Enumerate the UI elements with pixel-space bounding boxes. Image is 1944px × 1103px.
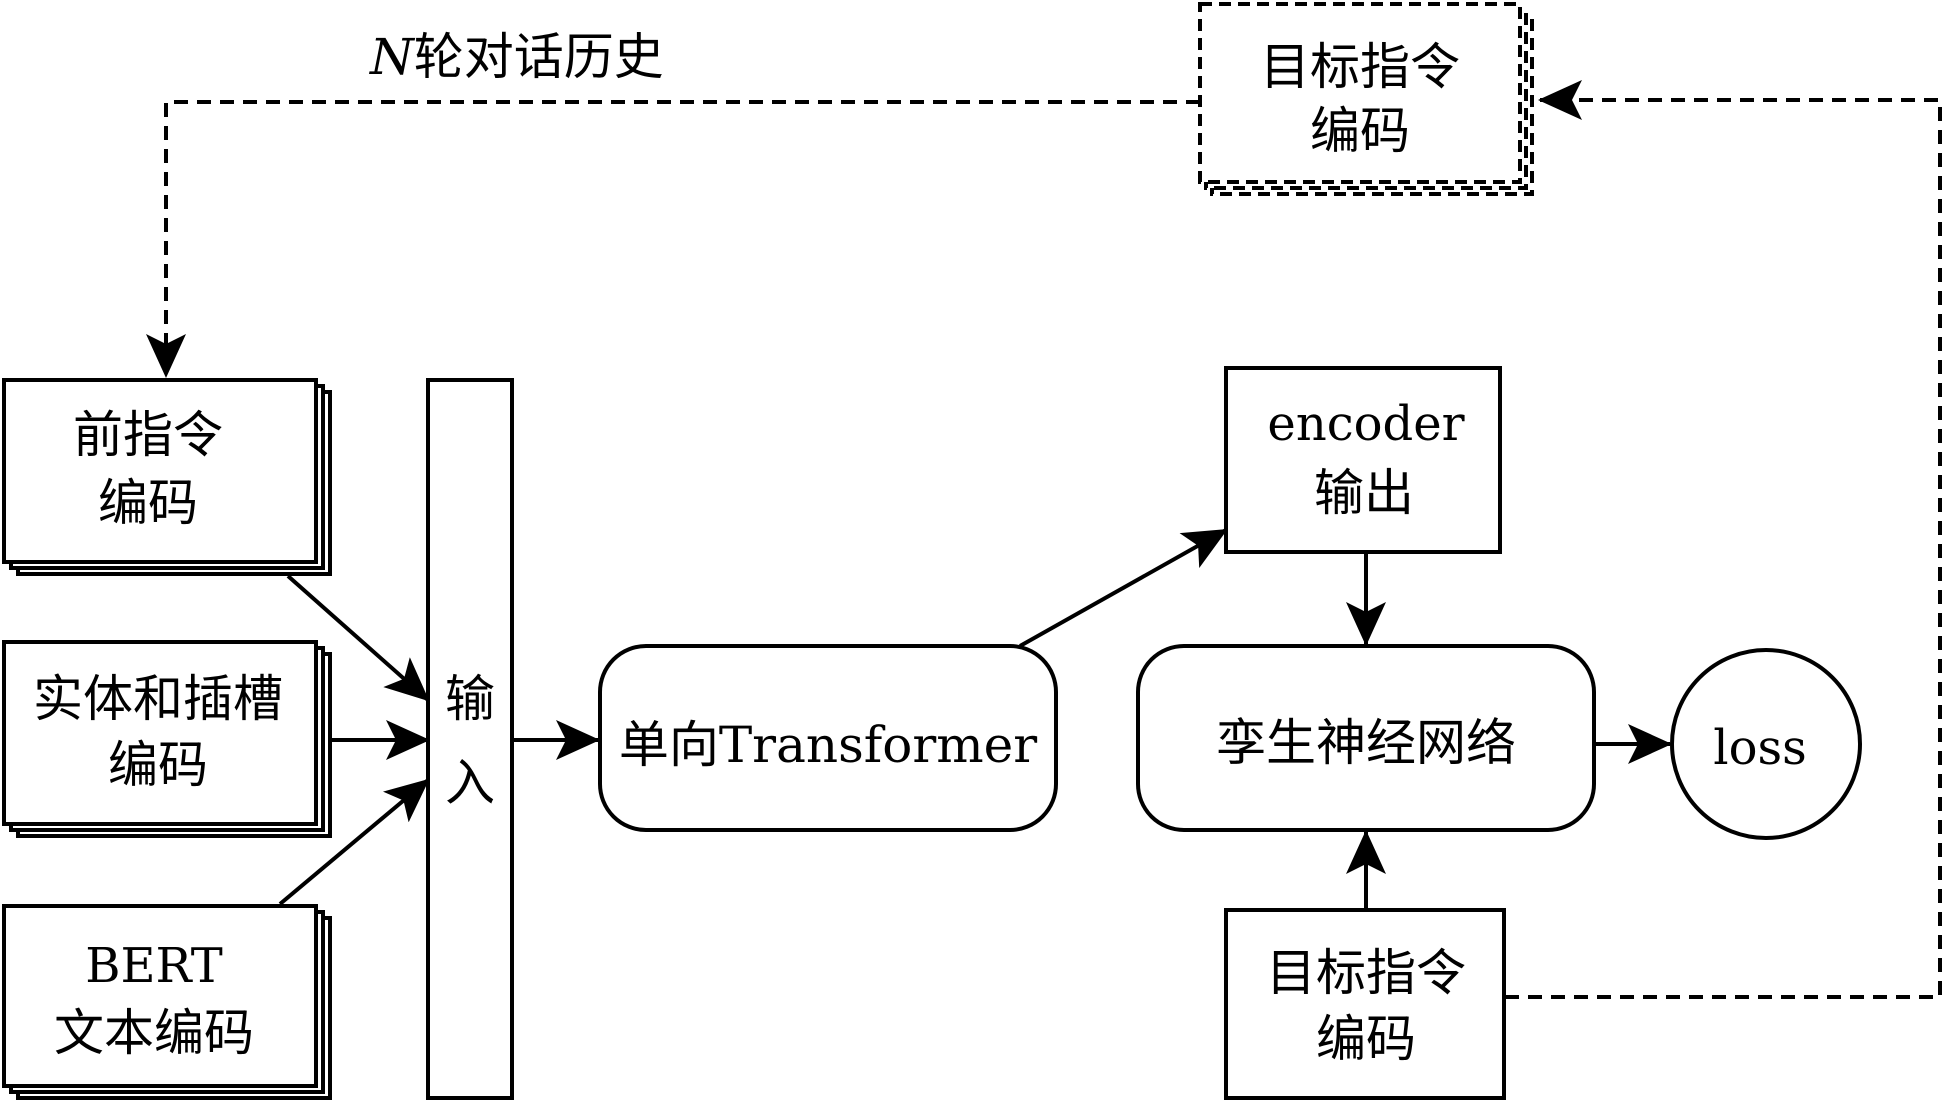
prev-command-encoding: 前指令 编码 [2, 378, 332, 576]
arrow-transformer-to-encoder [1019, 528, 1228, 648]
entity-slot-line1: 实体和插槽 [33, 670, 283, 728]
bert-line2: 文本编码 [54, 1004, 254, 1062]
history-label: N轮对话历史 [369, 28, 664, 86]
bert-line1: BERT [85, 938, 223, 994]
transformer-block: 单向Transformer [598, 644, 1058, 832]
target-top-line1: 目标指令 [1260, 38, 1460, 96]
target-encoding-top: 目标指令 编码 [1198, 2, 1534, 196]
target-encoding-bottom: 目标指令 编码 [1224, 908, 1506, 1100]
entity-slot-line2: 编码 [108, 736, 208, 794]
prev-command-line1: 前指令 [73, 406, 223, 464]
history-dashed-line [146, 100, 1200, 378]
siamese-network-block: 孪生神经网络 [1136, 644, 1596, 832]
prev-command-line2: 编码 [98, 474, 198, 532]
arrow-prev-to-input [286, 574, 430, 702]
input-char2: 入 [445, 754, 495, 812]
bert-encoding: BERT 文本编码 [2, 904, 332, 1100]
encoder-output-block: encoder 输出 [1224, 366, 1502, 554]
target-bottom-line2: 编码 [1316, 1010, 1416, 1068]
target-top-line2: 编码 [1310, 102, 1410, 160]
history-label-text: 轮对话历史 [414, 28, 664, 86]
loss-label: loss [1713, 720, 1807, 776]
encoder-output-line1: encoder [1267, 396, 1464, 452]
input-char1: 输 [445, 670, 495, 728]
history-label-n: N [369, 28, 416, 86]
transformer-label: 单向Transformer [619, 716, 1037, 774]
entity-slot-encoding: 实体和插槽 编码 [2, 640, 332, 838]
arrow-bert-to-input [278, 778, 430, 906]
encoder-output-line2: 输出 [1314, 464, 1414, 522]
feedback-dashed-line [1505, 80, 1942, 999]
input-block: 输 入 [426, 378, 514, 1100]
target-bottom-line1: 目标指令 [1266, 944, 1466, 1002]
siamese-network-label: 孪生神经网络 [1216, 714, 1516, 772]
loss-node: loss [1670, 648, 1862, 840]
